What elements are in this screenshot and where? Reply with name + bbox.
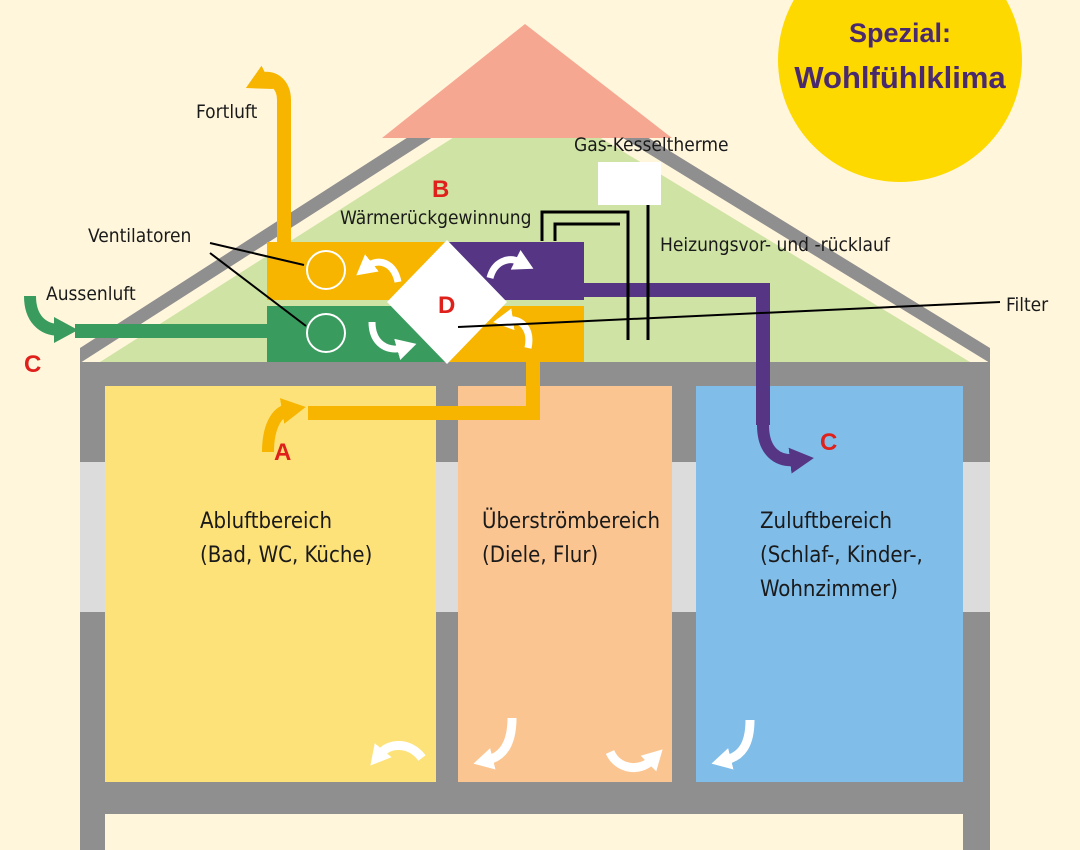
room-label-abluft-title: Abluftbereich: [200, 509, 332, 534]
heat-exchanger: [387, 240, 507, 364]
abluft-duct: [308, 360, 540, 420]
room-label-abluft-detail: (Bad, WC, Küche): [200, 543, 372, 568]
marker-d: D: [438, 292, 455, 319]
flow-arrow-icon: [368, 321, 417, 360]
label-fortluft: Fortluft: [196, 101, 258, 123]
ducts: [24, 65, 814, 474]
zuluft-duct: [580, 283, 770, 425]
label-filter: Filter: [1006, 294, 1049, 316]
aussenluft-duct: [75, 324, 267, 338]
label-ventilatoren: Ventilatoren: [88, 225, 191, 247]
room-flow-arrows: [370, 717, 755, 772]
label-aussenluft: Aussenluft: [46, 283, 136, 305]
house-walls: [80, 362, 990, 850]
marker-c-right: C: [820, 429, 837, 456]
room-label-zuluft-detail-2: Wohnzimmer): [760, 577, 898, 602]
label-waermerueckgewinnung: Wärmerückgewinnung: [340, 207, 531, 229]
gas-boiler: [598, 162, 661, 205]
badge-line-1: Spezial:: [849, 18, 951, 48]
marker-c-left: C: [24, 351, 41, 378]
badge-line-2: Wohlfühlklima: [794, 60, 1006, 95]
special-badge: Spezial: Wohlfühlklima: [778, 0, 1022, 182]
circulation-arrow-icon: [370, 741, 426, 766]
flow-arrow-icon: [486, 249, 534, 280]
room-ueberstroembereich: [458, 386, 672, 782]
flow-arrow-icon: [493, 308, 533, 349]
room-label-zuluft-detail-1: (Schlaf-, Kinder-,: [760, 543, 923, 568]
circulation-arrow-icon: [473, 717, 517, 770]
label-gas-kesseltherme: Gas-Kesseltherme: [574, 134, 729, 156]
fortluft-duct: [277, 118, 291, 243]
fan-icon: [306, 313, 346, 353]
badge-circle: [778, 0, 1022, 182]
fortluft-arrow: [245, 65, 291, 118]
abluft-arrow: [262, 398, 306, 453]
room-label-zuluft-title: Zuluftbereich: [760, 509, 892, 534]
leader-lines: [209, 242, 1001, 328]
window: [80, 462, 105, 612]
room-label-ueberstroem-detail: (Diele, Flur): [482, 543, 598, 568]
roof-top: [382, 24, 672, 138]
fan-icon: [306, 250, 346, 290]
window: [963, 462, 990, 612]
marker-a: A: [274, 439, 291, 466]
circulation-arrow-icon: [711, 719, 755, 770]
aussenluft-arrow: [24, 295, 78, 343]
room-zuluftbereich: [696, 386, 963, 782]
label-heizung: Heizungsvor- und -rücklauf: [660, 234, 891, 256]
room-label-ueberstroem-title: Überströmbereich: [482, 508, 660, 534]
ventilation-unit: [267, 240, 584, 364]
flow-arrow-icon: [356, 254, 402, 283]
zuluft-arrow: [757, 424, 814, 474]
window: [436, 462, 458, 612]
window: [672, 462, 696, 612]
circulation-arrow-icon: [605, 749, 663, 772]
marker-b: B: [432, 176, 449, 203]
